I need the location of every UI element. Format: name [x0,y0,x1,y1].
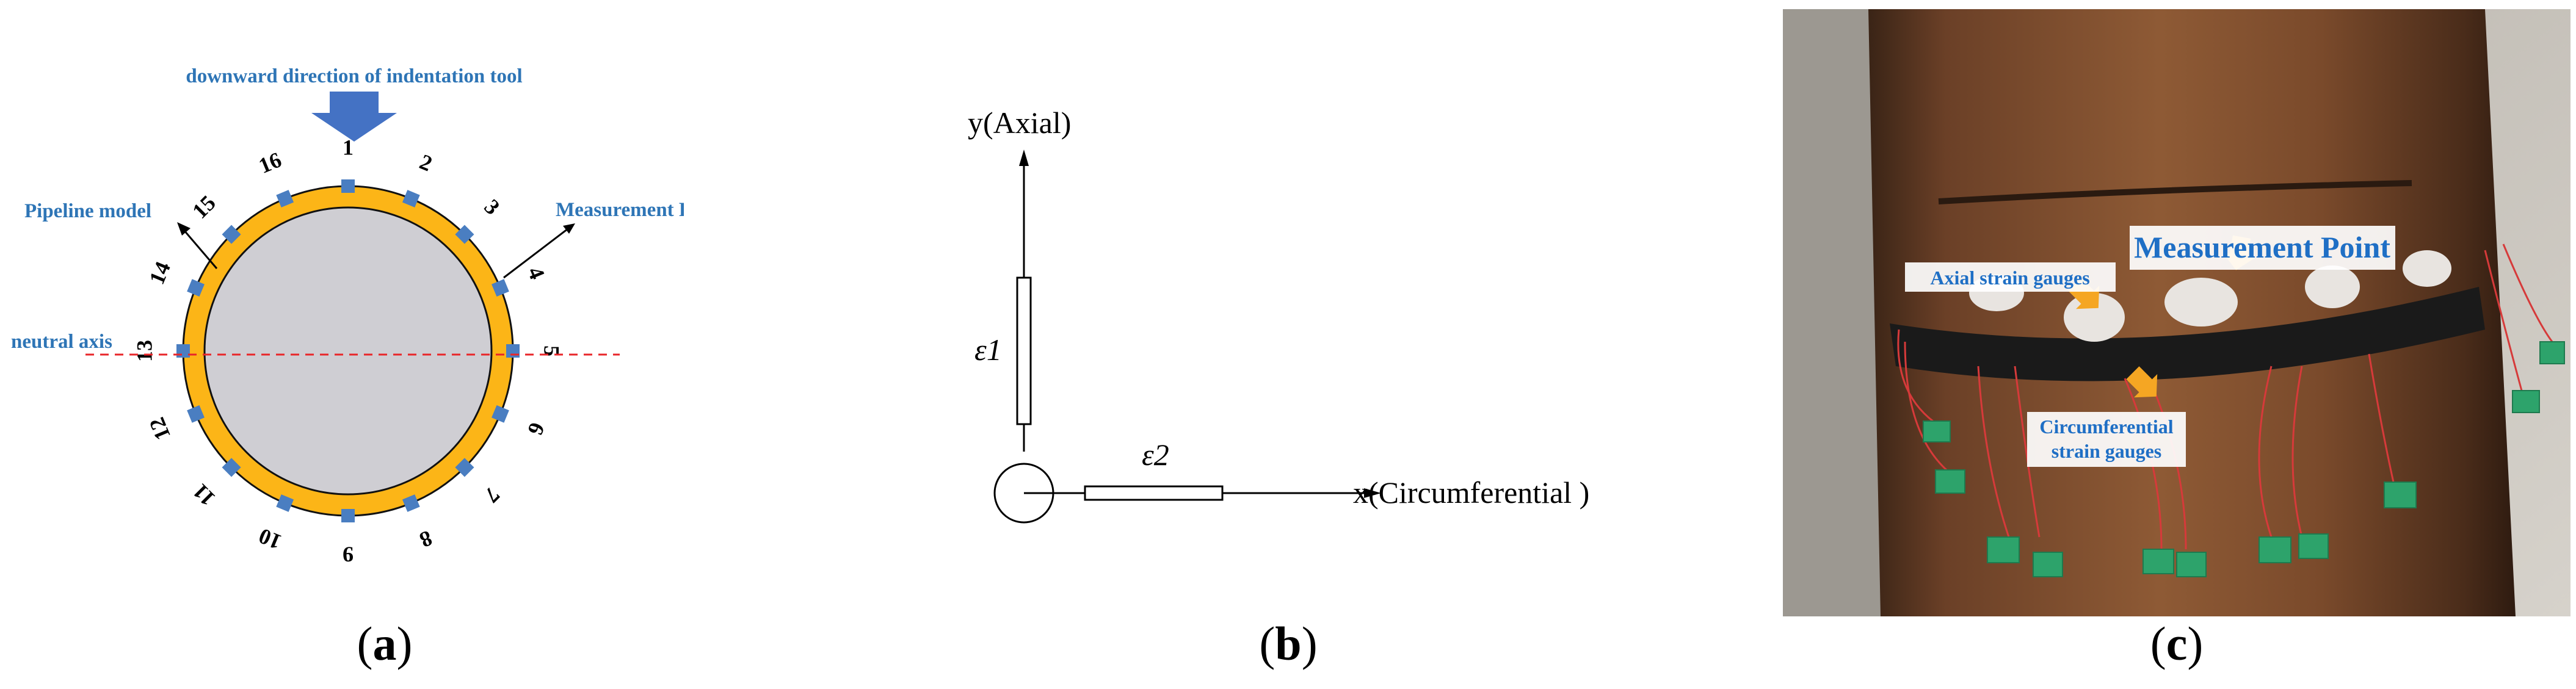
epsilon-2-label: ε2 [1142,438,1169,472]
pipe-groove [1938,180,2412,204]
measurement-marker [187,405,205,423]
circumferential-label-box [2027,412,2186,467]
caption-a: (a) [293,616,476,671]
pipeline-model-label: Pipeline model [24,200,151,222]
measurement-point-label: Measurement Point [556,199,684,221]
x-axis-label: x(Circumferential ) [1353,475,1589,510]
pipeline-arrow-head-icon [177,222,190,236]
point-number-7: 7 [479,482,504,507]
circumferential-label-line1: Circumferential [2039,416,2173,438]
panel-b-diagram: y(Axial) ε1 x(Circumferential ) ε2 [968,106,1589,524]
circumferential-gauge-rect [1084,485,1224,501]
indentation-arrow-icon [311,92,397,142]
measurement-point-box [2130,226,2395,270]
neutral-axis-label: neutral axis [11,331,112,353]
panel-c-photo: Measurement Point Axial strain gauges Ci… [1783,9,2571,616]
point-number-14: 14 [144,258,175,288]
point-number-3: 3 [479,195,504,220]
measurement-marker [176,344,190,358]
measurement-marker [187,279,205,297]
measurement-point-photo-label: Measurement Point [2134,230,2390,264]
point-number-6: 6 [523,419,550,439]
measurement-marker [492,279,509,297]
measurement-marker [341,509,355,522]
axial-label-box [1905,262,2116,292]
measurement-marker [402,494,420,512]
caption-b-open: ( [1259,617,1275,670]
caption-a-open: ( [357,617,373,670]
axial-gauge-rect [1016,276,1032,425]
caption-c-letter: c [2166,617,2188,670]
point-number-12: 12 [144,414,175,444]
tape-band [1890,287,2485,381]
green-connectors [1923,341,2565,577]
pipeline-arrow-line [183,230,218,269]
y-axis-label: y(Axial) [968,106,1071,140]
measurement-marker [341,179,355,193]
measurement-marker [276,494,294,512]
point-number-4: 4 [523,263,550,283]
measurement-marker [506,344,520,358]
epsilon-1-label: ε1 [974,333,1002,367]
measurement-marker [222,225,241,244]
point-number-13: 13 [132,340,156,362]
measurement-marker [402,190,420,207]
measurement-arrow-head-icon [563,223,575,234]
caption-c-close: ) [2187,617,2204,670]
caption-b-letter: b [1275,617,1302,670]
caption-c: (c) [2085,616,2268,671]
point-number-9: 9 [343,543,354,567]
point-number-10: 10 [255,524,285,555]
point-number-2: 2 [416,150,436,176]
measurement-marker [276,190,294,207]
point-number-15: 15 [187,190,220,223]
pipe-inner-core [203,206,493,496]
y-axis-arrow-icon [1019,150,1029,166]
gauge-patches [1969,250,2451,342]
caption-b-close: ) [1301,617,1318,670]
indentation-direction-label: downward direction of indentation tool [186,65,522,87]
measurement-arrow-line [503,228,568,279]
x-axis-arrow-icon [1364,488,1381,498]
measurement-marker [492,405,509,423]
axial-strain-gauges-label: Axial strain gauges [1930,267,2089,289]
panel-a-diagram: downward direction of indentation tool 1… [11,65,684,567]
point-number-8: 8 [416,525,436,552]
circumferential-label-line2: strain gauges [2052,440,2161,462]
point-number-16: 16 [255,147,285,178]
point-number-1: 1 [343,135,354,159]
caption-a-letter: a [372,617,397,670]
caption-a-close: ) [396,617,413,670]
point-number-11: 11 [188,479,220,511]
caption-b: (b) [1197,616,1380,671]
caption-c-open: ( [2150,617,2166,670]
